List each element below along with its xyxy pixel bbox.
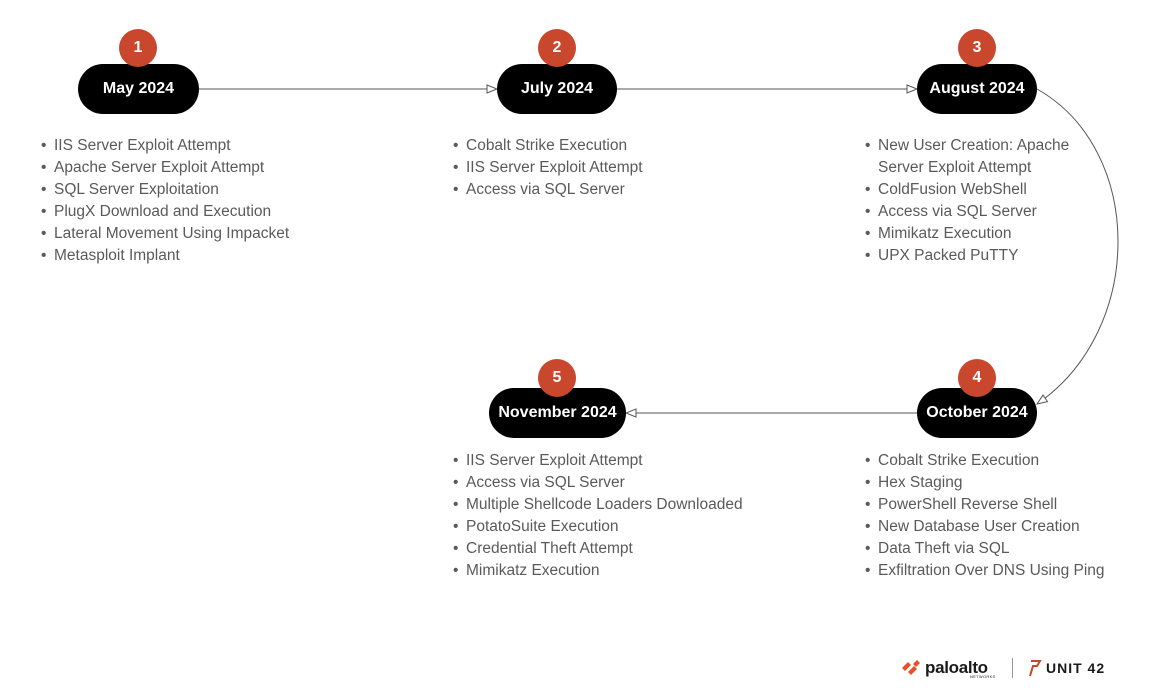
list-item: ColdFusion WebShell xyxy=(865,179,1085,201)
paloalto-tagline: NETWORKS xyxy=(970,674,996,679)
phase-1-event-list: IIS Server Exploit Attempt Apache Server… xyxy=(41,135,331,267)
phase-1-date: May 2024 xyxy=(78,64,199,114)
list-item: Metasploit Implant xyxy=(41,245,331,267)
phase-3-number-badge: 3 xyxy=(958,29,996,67)
paloalto-logo: paloalto NETWORKS xyxy=(902,656,995,680)
phase-3-date: August 2024 xyxy=(917,64,1037,114)
phase-4-number-badge: 4 xyxy=(958,359,996,397)
brand-divider xyxy=(1012,658,1013,678)
list-item: SQL Server Exploitation xyxy=(41,179,331,201)
phase-4-event-list: Cobalt Strike Execution Hex Staging Powe… xyxy=(865,450,1160,582)
list-item: IIS Server Exploit Attempt xyxy=(41,135,331,157)
list-item: Credential Theft Attempt xyxy=(453,538,773,560)
list-item: Data Theft via SQL xyxy=(865,538,1160,560)
phase-2-number-badge: 2 xyxy=(538,29,576,67)
list-item: Hex Staging xyxy=(865,472,1160,494)
list-item: New User Creation: Apache Server Exploit… xyxy=(865,135,1085,179)
paloalto-wordmark: paloalto xyxy=(925,658,988,677)
list-item: Mimikatz Execution xyxy=(453,560,773,582)
list-item: UPX Packed PuTTY xyxy=(865,245,1085,267)
phase-2-event-list: Cobalt Strike Execution IIS Server Explo… xyxy=(453,135,743,201)
list-item: IIS Server Exploit Attempt xyxy=(453,450,773,472)
list-item: IIS Server Exploit Attempt xyxy=(453,157,743,179)
phase-5-number-badge: 5 xyxy=(538,359,576,397)
phase-5-event-list: IIS Server Exploit Attempt Access via SQ… xyxy=(453,450,773,582)
unit42-logo-icon xyxy=(1029,660,1042,677)
list-item: Apache Server Exploit Attempt xyxy=(41,157,331,179)
list-item: PowerShell Reverse Shell xyxy=(865,494,1160,516)
list-item: New Database User Creation xyxy=(865,516,1160,538)
unit42-wordmark: UNIT 42 xyxy=(1046,660,1106,676)
unit42-logo: UNIT 42 xyxy=(1028,656,1105,680)
list-item: Lateral Movement Using Impacket xyxy=(41,223,331,245)
phase-2-date: July 2024 xyxy=(497,64,617,114)
phase-1-number-badge: 1 xyxy=(119,29,157,67)
list-item: Access via SQL Server xyxy=(453,472,773,494)
connector-august-to-october xyxy=(1037,88,1119,404)
list-item: PlugX Download and Execution xyxy=(41,201,331,223)
list-item: PotatoSuite Execution xyxy=(453,516,773,538)
phase-3-event-list: New User Creation: Apache Server Exploit… xyxy=(865,135,1085,267)
list-item: Mimikatz Execution xyxy=(865,223,1085,245)
list-item: Multiple Shellcode Loaders Downloaded xyxy=(453,494,773,516)
paloalto-logo-icon xyxy=(902,660,920,675)
list-item: Cobalt Strike Execution xyxy=(865,450,1160,472)
list-item: Access via SQL Server xyxy=(865,201,1085,223)
list-item: Exfiltration Over DNS Using Ping xyxy=(865,560,1160,582)
list-item: Cobalt Strike Execution xyxy=(453,135,743,157)
list-item: Access via SQL Server xyxy=(453,179,743,201)
